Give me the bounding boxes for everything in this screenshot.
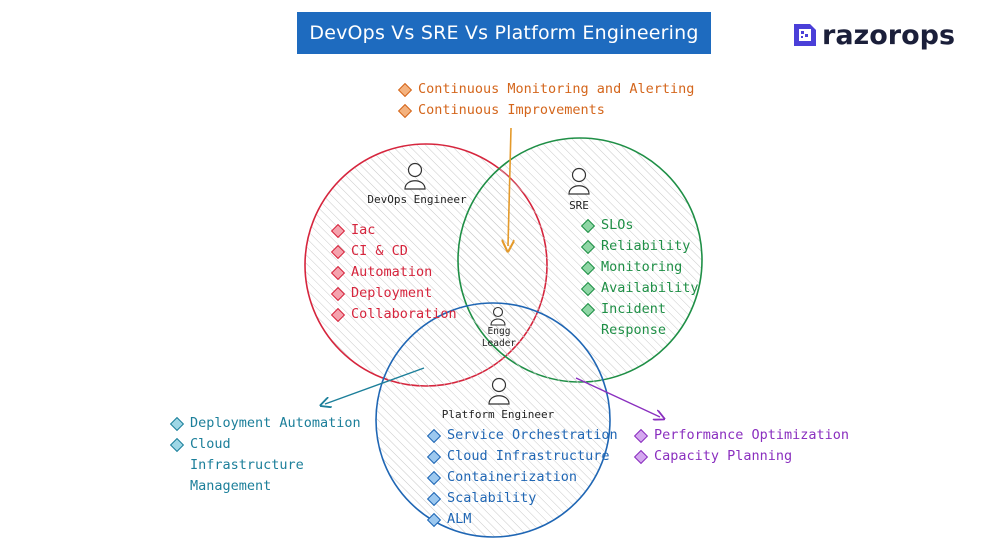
list-item: Cloud Infrastructure	[426, 446, 618, 467]
list-item: SLOs	[580, 215, 699, 236]
left-list: Deployment Automation Cloud Infrastructu…	[169, 413, 361, 497]
list-item: Automation	[330, 262, 457, 283]
diamond-icon	[580, 281, 596, 297]
diamond-icon	[426, 449, 442, 465]
razorops-logo: razorops	[790, 18, 955, 52]
razorops-logo-icon	[794, 24, 816, 46]
diamond-icon	[426, 491, 442, 507]
list-item: Reliability	[580, 236, 699, 257]
list-item: Iac	[330, 220, 457, 241]
diamond-icon	[580, 260, 596, 276]
list-item: Continuous Monitoring and Alerting	[397, 79, 694, 100]
diamond-icon	[426, 470, 442, 486]
person-icon	[488, 377, 510, 405]
list-item: Cloud Infrastructure Management	[169, 434, 361, 497]
diamond-icon	[330, 244, 346, 260]
platform-role-label: Platform Engineer	[441, 408, 555, 421]
diamond-icon	[330, 223, 346, 239]
diamond-icon	[397, 103, 413, 119]
diamond-icon	[426, 512, 442, 528]
arrow-to-right-items	[575, 377, 660, 417]
diamond-icon	[330, 286, 346, 302]
logo-text: razorops	[822, 19, 956, 51]
platform-list: Service Orchestration Cloud Infrastructu…	[426, 425, 618, 530]
list-item: Scalability	[426, 488, 618, 509]
list-item: Incident Response	[580, 299, 699, 341]
list-item: Capacity Planning	[633, 446, 849, 467]
diamond-icon	[330, 265, 346, 281]
person-icon	[568, 167, 590, 195]
list-item: Collaboration	[330, 304, 457, 325]
diamond-icon	[426, 428, 442, 444]
list-item: ALM	[426, 509, 618, 530]
sre-role-label: SRE	[569, 199, 589, 212]
list-item: CI & CD	[330, 241, 457, 262]
list-item: Monitoring	[580, 257, 699, 278]
devops-role-label: DevOps Engineer	[367, 193, 467, 206]
list-item: Service Orchestration	[426, 425, 618, 446]
person-icon	[490, 306, 506, 326]
engg-leader-label: Engg Leader	[481, 326, 517, 349]
diamond-icon	[633, 428, 649, 444]
person-icon	[404, 162, 426, 190]
diamond-icon	[580, 239, 596, 255]
list-item: Performance Optimization	[633, 425, 849, 446]
diamond-icon	[633, 449, 649, 465]
arrow-top-to-center	[508, 127, 511, 246]
list-item: Deployment	[330, 283, 457, 304]
title-banner: DevOps Vs SRE Vs Platform Engineering	[297, 12, 711, 54]
diamond-icon	[580, 218, 596, 234]
right-list: Performance Optimization Capacity Planni…	[633, 425, 849, 467]
list-item: Availability	[580, 278, 699, 299]
top-list: Continuous Monitoring and Alerting Conti…	[397, 79, 694, 121]
list-item: Deployment Automation	[169, 413, 361, 434]
diamond-icon	[397, 82, 413, 98]
arrow-to-left-items	[325, 367, 425, 404]
list-item: Containerization	[426, 467, 618, 488]
diamond-icon	[169, 416, 185, 432]
diagram-title: DevOps Vs SRE Vs Platform Engineering	[309, 22, 699, 44]
sre-list: SLOs Reliability Monitoring Availability…	[580, 215, 699, 341]
diamond-icon	[330, 307, 346, 323]
list-item: Continuous Improvements	[397, 100, 694, 121]
devops-list: Iac CI & CD Automation Deployment Collab…	[330, 220, 457, 325]
diamond-icon	[580, 302, 596, 318]
diamond-icon	[169, 437, 185, 453]
